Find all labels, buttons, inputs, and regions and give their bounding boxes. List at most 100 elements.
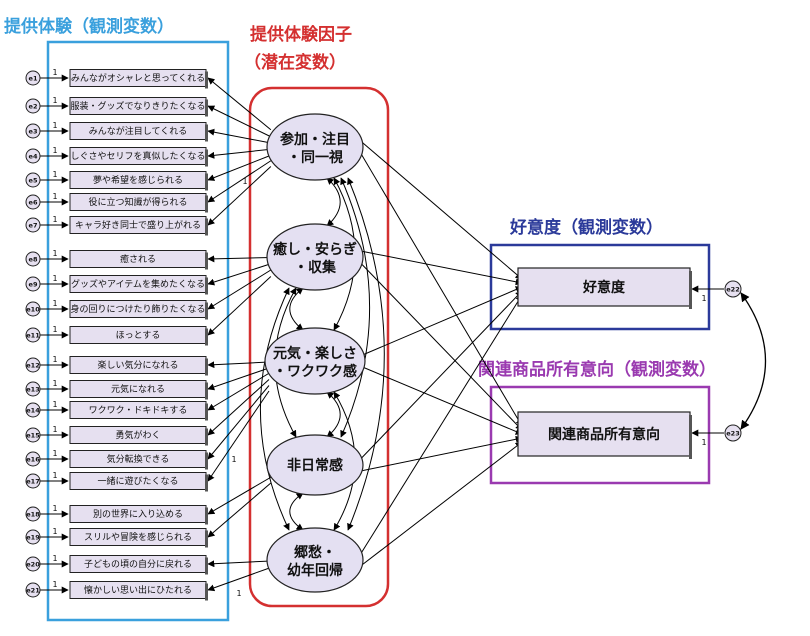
path-coefficient-label: 1 bbox=[701, 294, 706, 303]
structural-path bbox=[360, 441, 523, 567]
error-term-circle bbox=[25, 301, 41, 317]
observed-item-shadow bbox=[205, 507, 208, 525]
error-term-label: e13 bbox=[26, 385, 39, 393]
error-term-label: e8 bbox=[29, 255, 38, 263]
observed-item-label: 夢や希望を感じられる bbox=[93, 174, 183, 186]
loading-path bbox=[207, 128, 271, 144]
structural-path bbox=[362, 286, 523, 356]
outcome-box bbox=[517, 267, 691, 307]
structural-path bbox=[360, 250, 523, 286]
loading-path bbox=[207, 372, 270, 411]
latent-factor-label: 郷愁・ bbox=[294, 544, 336, 561]
observed-item-label: 元気になれる bbox=[111, 383, 165, 395]
observed-item-label: スリルや冒険を感じられる bbox=[84, 531, 192, 543]
nodes: みんながオシャレと思ってくれるe1服装・グッズでなりきりたくなるe2みんなが注目… bbox=[25, 69, 742, 601]
purchase-group-title: 関連商品所有意向（観測変数） bbox=[478, 359, 716, 380]
structural-path bbox=[362, 366, 523, 435]
error-term-label: e18 bbox=[26, 510, 40, 518]
observed-item-label: 懐かしい思い出にひたれる bbox=[84, 584, 192, 596]
observed-item-shadow bbox=[205, 530, 208, 548]
error-term-label: e15 bbox=[26, 431, 40, 439]
observed-item-label: しぐさやセリフを真似したくなる bbox=[70, 150, 205, 162]
path-coefficient-label: 1 bbox=[52, 274, 57, 283]
structural-path bbox=[360, 294, 523, 555]
loading-path bbox=[207, 560, 271, 568]
error-term-circle bbox=[25, 172, 41, 188]
error-term-circle bbox=[25, 194, 41, 210]
latent-factor-label: 癒し・安らぎ bbox=[273, 241, 357, 258]
observed-item-shadow bbox=[205, 124, 208, 142]
error-term-circle bbox=[25, 217, 41, 233]
observed-item-label: 気分転換できる bbox=[107, 453, 170, 465]
loading-path bbox=[207, 269, 272, 310]
error-term-label: e3 bbox=[29, 127, 38, 135]
observed-item-label: キャラ好き同士で盛り上がれる bbox=[75, 219, 201, 231]
latent-factor-label: 参加・注目 bbox=[280, 131, 350, 148]
structural-path bbox=[360, 435, 523, 472]
observed-item-shadow bbox=[205, 173, 208, 191]
outcome-error-circle bbox=[724, 280, 742, 298]
structural-path bbox=[360, 290, 523, 460]
path-coefficient-label: 1 bbox=[52, 400, 57, 409]
outcome-error-label: e22 bbox=[726, 285, 739, 293]
observed-item-label: 楽しい気分になれる bbox=[97, 359, 178, 371]
path-coefficient-label: 1 bbox=[52, 146, 57, 155]
latent-factor-label: 元気・楽しさ bbox=[273, 345, 357, 362]
error-term-circle bbox=[25, 327, 41, 343]
path-coefficient-label: 1 bbox=[52, 504, 57, 513]
outcome-box bbox=[517, 411, 691, 457]
outcome-box-shadow bbox=[689, 271, 692, 309]
outcome-label: 好意度 bbox=[582, 279, 626, 296]
loading-path bbox=[207, 361, 270, 369]
error-term-circle bbox=[25, 276, 41, 292]
observed-item-shadow bbox=[205, 149, 208, 167]
path-coefficient-label: 1 bbox=[242, 177, 247, 186]
path-coefficient-label: 1 bbox=[231, 455, 236, 464]
observed-item-label: 身の回りにつけたり飾りたくなる bbox=[70, 303, 205, 315]
observed-item-label: みんなが注目してくれる bbox=[89, 125, 187, 137]
loading-path bbox=[207, 263, 271, 286]
error-term-circle bbox=[25, 451, 41, 467]
error-term-label: e1 bbox=[29, 74, 38, 82]
observed-item-shadow bbox=[205, 302, 208, 320]
error-term-circle bbox=[25, 529, 41, 545]
loading-path bbox=[207, 160, 272, 203]
loading-path bbox=[207, 154, 272, 181]
path-coefficient-label: 1 bbox=[52, 425, 57, 434]
error-term-label: e17 bbox=[26, 477, 39, 485]
error-term-label: e12 bbox=[26, 361, 39, 369]
loading-path bbox=[207, 390, 270, 482]
observed-item-shadow bbox=[205, 474, 208, 492]
path-coefficient-label: 1 bbox=[52, 215, 57, 224]
latent-group-title-line2: （潜在変数） bbox=[244, 52, 346, 73]
loading-path bbox=[207, 148, 271, 159]
path-coefficient-label: 1 bbox=[52, 249, 57, 258]
factor-covariance bbox=[326, 177, 341, 227]
path-coefficient-label: 1 bbox=[52, 121, 57, 130]
observed-item-shadow bbox=[205, 382, 208, 400]
path-coefficient-label: 1 bbox=[52, 355, 57, 364]
error-term-circle bbox=[25, 148, 41, 164]
latent-factor-ellipse bbox=[266, 527, 364, 593]
error-term-label: e19 bbox=[26, 533, 40, 541]
latent-factor-ellipse bbox=[266, 113, 364, 181]
favor-group-title: 好意度（観測変数） bbox=[509, 217, 663, 238]
structural-path bbox=[360, 152, 523, 427]
loading-path bbox=[207, 77, 272, 131]
error-term-circle bbox=[25, 582, 41, 598]
outcome-error-label: e23 bbox=[726, 429, 739, 437]
outcome-error-circle bbox=[724, 424, 742, 442]
factor-covariance bbox=[340, 177, 371, 438]
error-term-label: e21 bbox=[26, 586, 40, 594]
latent-factor-ellipse bbox=[264, 327, 366, 395]
path-coefficient-label: 1 bbox=[52, 554, 57, 563]
observed-item-label: みんながオシャレと思ってくれる bbox=[71, 72, 205, 84]
loading-path bbox=[207, 255, 271, 263]
observed-item-shadow bbox=[205, 252, 208, 270]
observed-item-shadow bbox=[205, 277, 208, 295]
latent-factor-label: ・収集 bbox=[294, 259, 337, 276]
path-coefficient-label: 1 bbox=[52, 379, 57, 388]
